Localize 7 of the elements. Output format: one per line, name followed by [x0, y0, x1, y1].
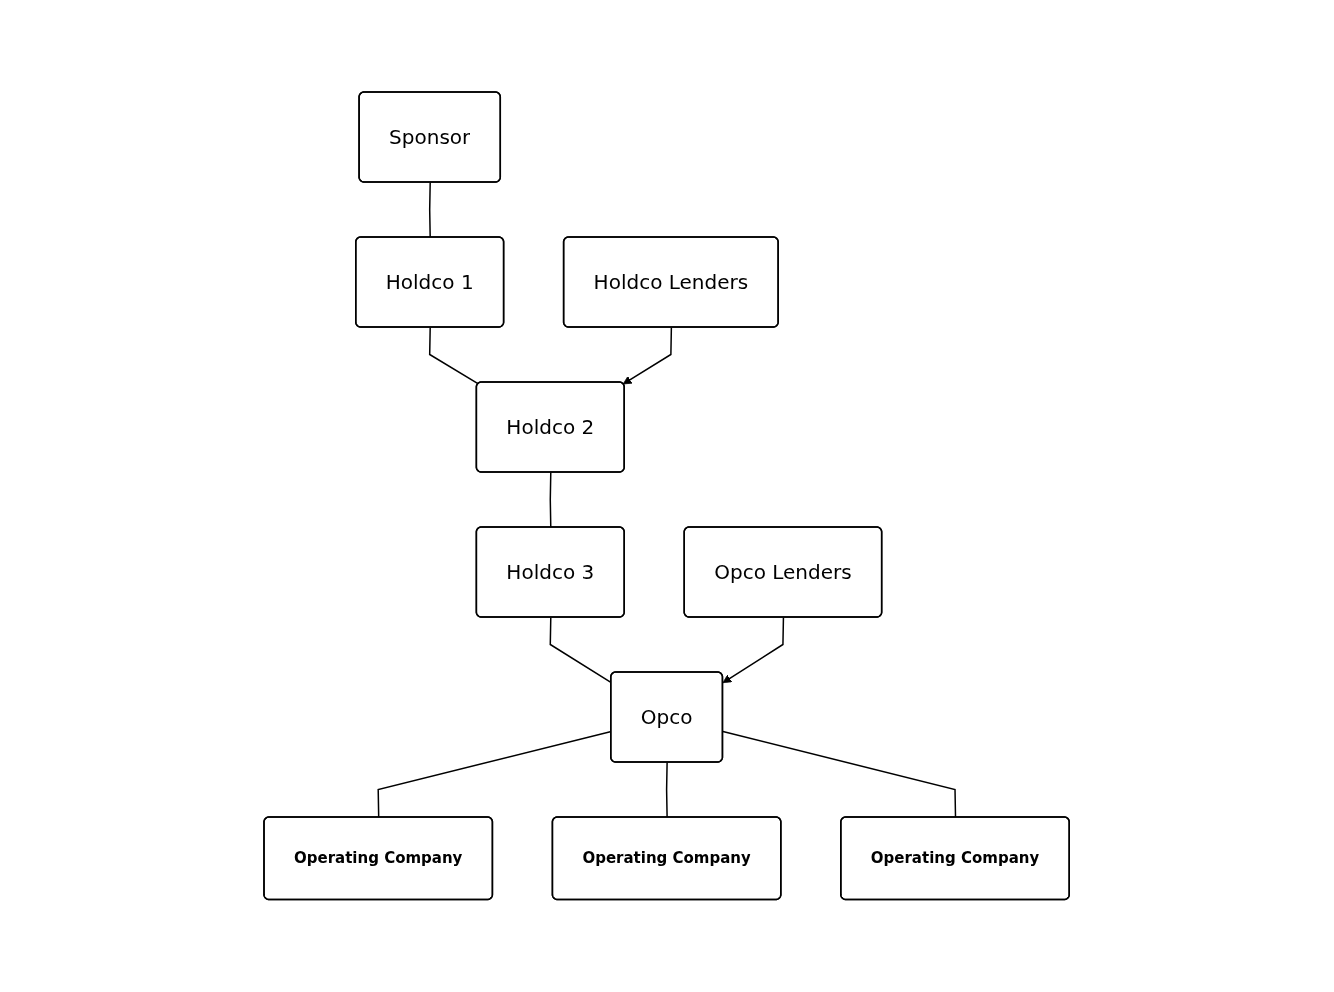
- connector: [549, 472, 552, 529]
- connector: [429, 327, 480, 385]
- connector: [429, 182, 432, 239]
- arrow: [722, 617, 785, 684]
- arrow: [623, 327, 673, 385]
- connector: [722, 731, 957, 819]
- connector: [666, 762, 669, 819]
